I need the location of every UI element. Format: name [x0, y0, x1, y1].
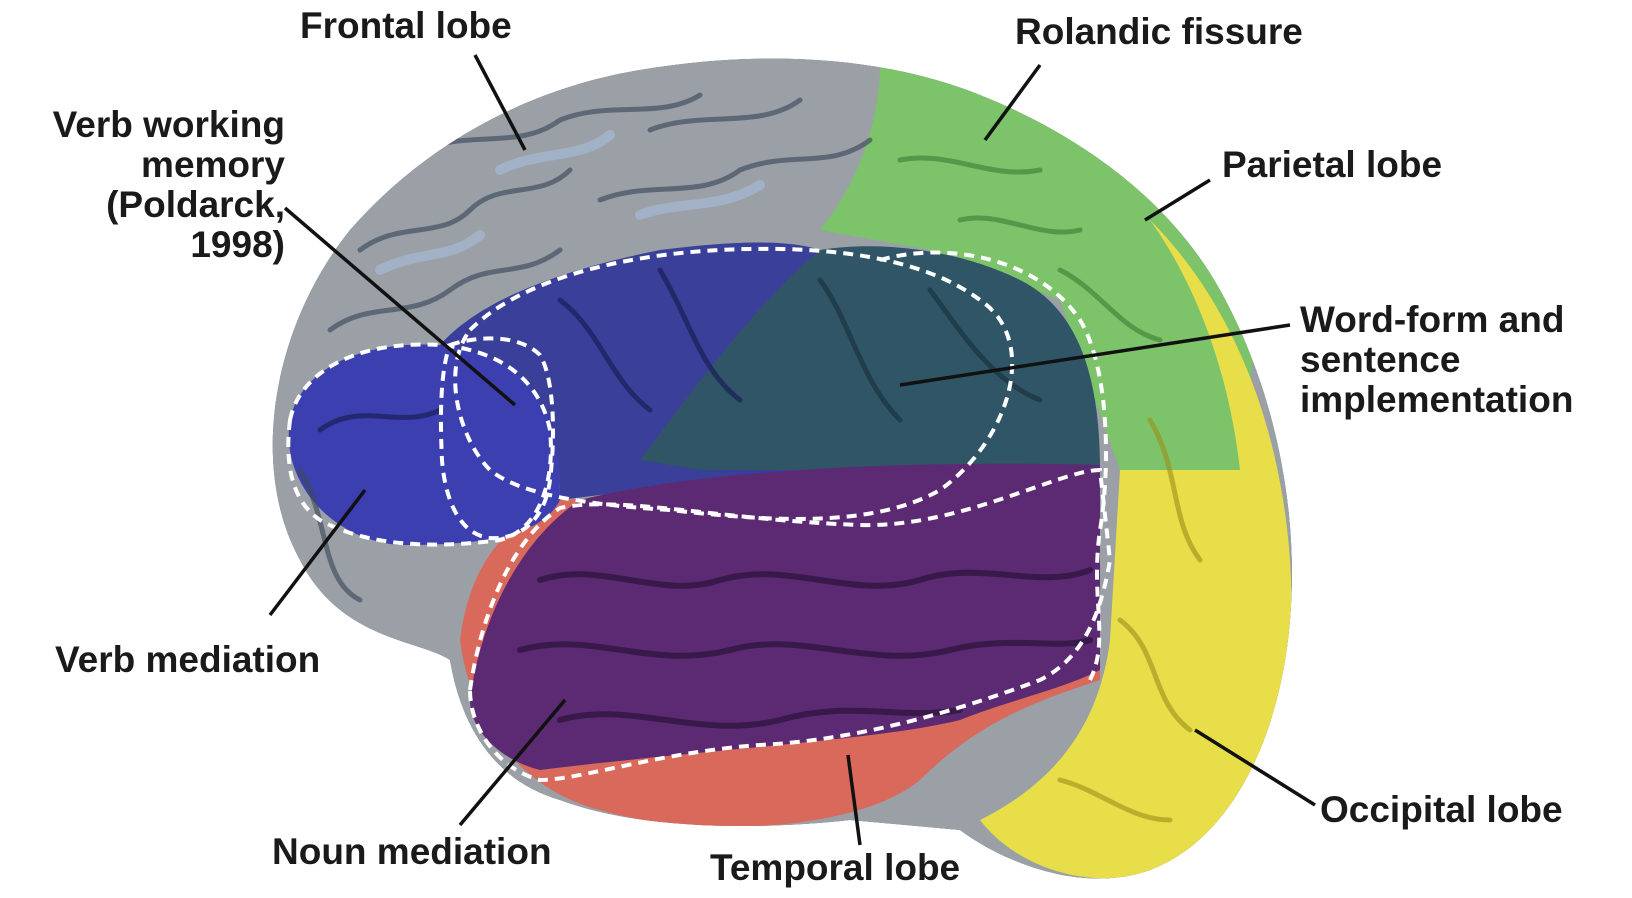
label-verb-working-memory: Verb working memory (Poldarck, 1998) [20, 105, 285, 265]
label-temporal-lobe: Temporal lobe [710, 848, 960, 888]
label-word-form-line: implementation [1300, 380, 1573, 420]
label-parietal-lobe: Parietal lobe [1222, 145, 1442, 185]
leader-parietal [1145, 180, 1210, 220]
label-rolandic-fissure: Rolandic fissure [1015, 12, 1303, 52]
label-word-form-line: Word-form and [1300, 300, 1573, 340]
label-noun-mediation: Noun mediation [272, 832, 552, 872]
label-verb-working-memory-line: memory [20, 145, 285, 185]
label-frontal-lobe: Frontal lobe [300, 6, 512, 46]
label-occipital-lobe: Occipital lobe [1320, 790, 1563, 830]
label-verb-mediation: Verb mediation [55, 640, 320, 680]
label-verb-working-memory-line: Verb working [20, 105, 285, 145]
label-word-form: Word-form and sentence implementation [1300, 300, 1573, 420]
label-word-form-line: sentence [1300, 340, 1573, 380]
label-verb-working-memory-line: (Poldarck, [20, 185, 285, 225]
label-verb-working-memory-line: 1998) [20, 225, 285, 265]
